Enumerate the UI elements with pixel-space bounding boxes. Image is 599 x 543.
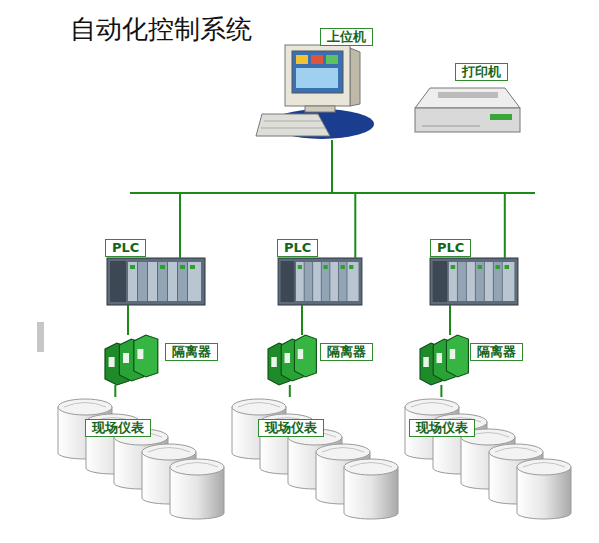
signal-line	[449, 305, 451, 335]
signal-line	[114, 385, 116, 397]
printer: 打印机	[415, 88, 520, 135]
tank-group	[405, 399, 571, 519]
isolator-icon	[268, 335, 316, 385]
signal-line	[440, 385, 442, 397]
isolator-icon	[105, 335, 158, 385]
device-label: 隔离器	[165, 343, 218, 361]
device-label: 隔离器	[470, 343, 523, 361]
signal-line	[301, 305, 303, 335]
side-bar	[37, 322, 44, 352]
field-instruments: 现场仪表	[58, 397, 224, 519]
plc-rack	[107, 258, 205, 305]
isolator: 隔离器	[418, 335, 470, 385]
device-label: PLC	[105, 239, 146, 257]
signal-line	[127, 305, 129, 335]
device-label: 打印机	[455, 63, 508, 81]
device-label: 现场仪表	[409, 419, 475, 437]
field-instruments: 现场仪表	[405, 397, 571, 519]
signal-line	[289, 385, 291, 397]
device-label: PLC	[430, 239, 471, 257]
isolator: 隔离器	[265, 335, 320, 385]
signal-line	[180, 140, 332, 258]
device-label: 隔离器	[320, 343, 373, 361]
plc-unit: PLC	[107, 258, 205, 305]
plc-unit: PLC	[430, 258, 518, 305]
tank-group	[232, 399, 398, 519]
field-instruments: 现场仪表	[232, 397, 398, 519]
isolator: 隔离器	[95, 335, 165, 385]
plc-rack	[278, 258, 362, 305]
device-label: PLC	[277, 239, 318, 257]
diagram-title: 自动化控制系统	[70, 12, 252, 47]
plc-rack	[430, 258, 518, 305]
isolator-icon	[420, 335, 468, 385]
device-label: 上位机	[320, 28, 373, 46]
computer-icon	[256, 45, 374, 139]
printer-icon	[415, 88, 520, 132]
device-label: 现场仪表	[258, 419, 324, 437]
plc-unit: PLC	[278, 258, 362, 305]
host-computer: 上位机	[255, 45, 360, 140]
signal-line	[332, 140, 355, 258]
device-label: 现场仪表	[85, 419, 151, 437]
signal-line	[332, 140, 505, 258]
tank-group	[58, 399, 224, 519]
